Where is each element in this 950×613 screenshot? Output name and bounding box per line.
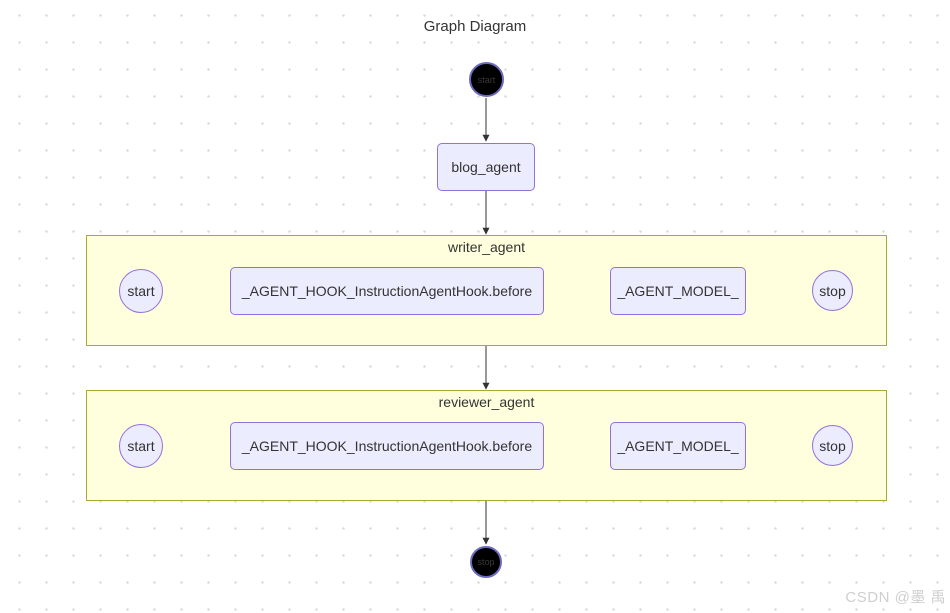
diagram-title: Graph Diagram: [423, 18, 527, 35]
start-node[interactable]: start: [469, 62, 504, 97]
reviewer-agent-stop-node[interactable]: stop: [812, 425, 853, 466]
reviewer-agent-start-node[interactable]: start: [119, 424, 163, 468]
reviewer-agent-subgraph-label: reviewer_agent: [438, 394, 535, 410]
writer-agent-model-node[interactable]: _AGENT_MODEL_: [610, 267, 746, 315]
blog-agent-node[interactable]: blog_agent: [437, 143, 535, 191]
writer-agent-subgraph-label: writer_agent: [447, 239, 526, 255]
writer-agent-start-node[interactable]: start: [119, 269, 163, 313]
writer-agent-stop-node[interactable]: stop: [812, 270, 853, 311]
writer-agent-hook-node[interactable]: _AGENT_HOOK_InstructionAgentHook.before: [230, 267, 544, 315]
reviewer-agent-model-node[interactable]: _AGENT_MODEL_: [610, 422, 746, 470]
stop-node[interactable]: stop: [470, 546, 502, 578]
csdn-watermark: CSDN @墨 禹: [845, 589, 946, 606]
reviewer-agent-hook-node[interactable]: _AGENT_HOOK_InstructionAgentHook.before: [230, 422, 544, 470]
reviewer-agent-subgraph: reviewer_agent: [86, 390, 887, 501]
